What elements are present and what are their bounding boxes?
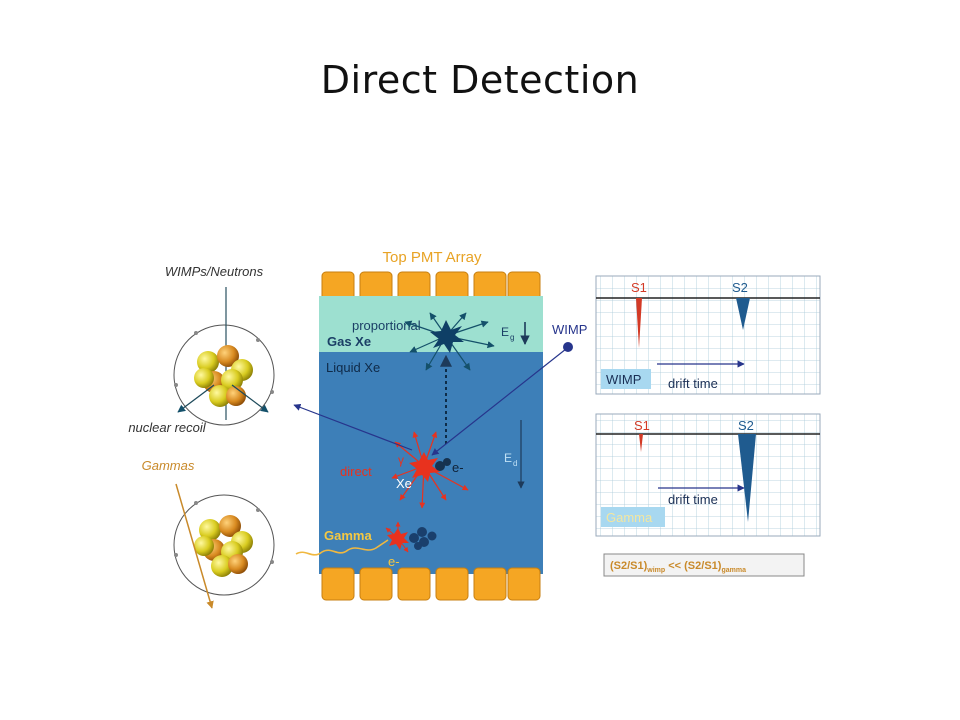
field-drift-label: E — [504, 451, 512, 465]
top-pmt-label: Top PMT Array — [383, 249, 482, 266]
electron-label: e- — [452, 460, 464, 475]
s2-label: S2 — [738, 418, 754, 433]
pmt — [435, 567, 469, 601]
proportional-burst — [404, 312, 495, 371]
wimp-label: WIMP — [552, 322, 587, 337]
direct-label: direct — [340, 464, 372, 479]
pmt — [397, 567, 431, 601]
wimp-interaction — [391, 431, 469, 509]
pmt — [507, 567, 541, 601]
field-gas-label: E — [501, 325, 509, 339]
wimp-recoil-track — [293, 403, 413, 451]
signal-panel-gamma: S1 S2 Gamma drift time — [595, 413, 821, 537]
gas-xe-label: Gas Xe — [327, 334, 371, 349]
s2-peak — [736, 298, 750, 330]
s1-peak — [639, 434, 643, 452]
s1-label: S1 — [634, 418, 650, 433]
electron-orbit — [173, 494, 275, 596]
atom-gamma — [173, 483, 275, 609]
ratio-box: (S2/S1)wimp << (S2/S1)gamma — [603, 553, 805, 577]
ratio-text: (S2/S1)wimp << (S2/S1)gamma — [610, 560, 746, 574]
ratio-sub2: gamma — [721, 567, 746, 574]
slide-title: Direct Detection — [320, 58, 640, 102]
detector: Top PMT Array proportional Gas Xe Liquid… — [293, 249, 587, 601]
gamma-wave-track — [295, 539, 389, 556]
pmt — [473, 567, 507, 601]
wimps-neutrons-label: WIMPs/Neutrons — [165, 264, 264, 279]
nuclear-recoil-label: nuclear recoil — [128, 420, 206, 435]
field-gas-sub: g — [510, 333, 514, 342]
gamma-track — [175, 483, 214, 609]
s1-peak — [636, 298, 642, 348]
pmt — [321, 567, 355, 601]
drift-time-label: drift time — [668, 492, 718, 507]
proportional-label: proportional — [352, 318, 421, 333]
bottom-pmt-array — [321, 567, 541, 601]
gamma-badge-text: Gamma — [606, 510, 653, 525]
wimp-badge-text: WIMP — [606, 372, 641, 387]
drift-time-label: drift time — [668, 376, 718, 391]
gamma-badge — [601, 507, 665, 527]
s2-peak — [738, 434, 756, 522]
wimp-incoming-track — [431, 348, 567, 456]
s1-label: S1 — [631, 280, 647, 295]
xe-label: Xe — [396, 476, 412, 491]
gammas-label: Gammas — [142, 458, 195, 473]
gamma-symbol: γ — [398, 453, 404, 467]
s2-label: S2 — [732, 280, 748, 295]
electron-orbit — [173, 324, 275, 426]
field-drift-sub: d — [513, 459, 517, 468]
gamma-detector-label: Gamma — [324, 528, 372, 543]
signal-panel-wimp: S1 S2 WIMP drift time — [595, 275, 821, 395]
ratio-mid: << (S2/S1) — [665, 560, 722, 572]
ratio-sub1: wimp — [646, 567, 665, 574]
ratio-frame — [603, 553, 805, 577]
wimp-badge — [601, 369, 651, 389]
ratio-part1: (S2/S1) — [610, 560, 648, 572]
gamma-interaction — [385, 521, 437, 553]
atom-nuclear-recoil — [173, 287, 275, 426]
atom-illustrations: WIMPs/Neutrons nuclear recoil Gammas — [128, 264, 275, 609]
pmt — [359, 567, 393, 601]
liquid-xe-label: Liquid Xe — [326, 360, 380, 375]
electron-bottom-label: e- — [388, 554, 400, 569]
